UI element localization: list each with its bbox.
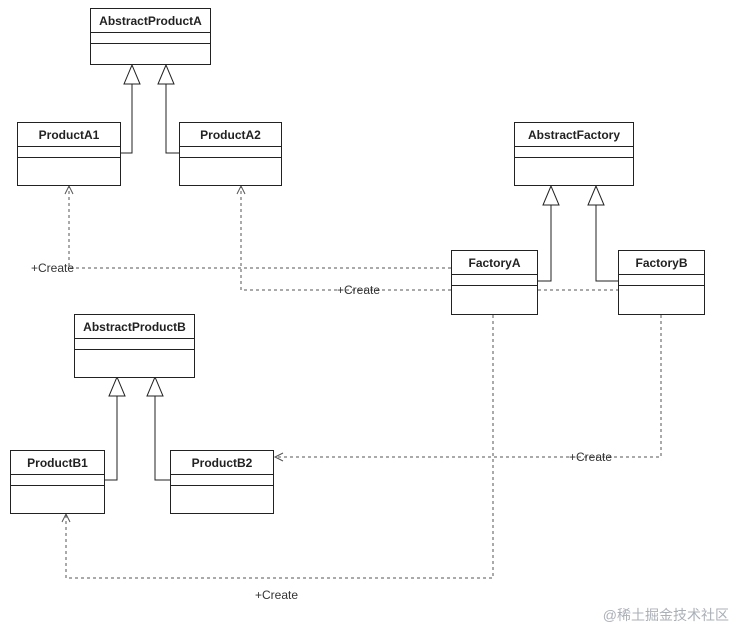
dependency-factory-b-product-a2 xyxy=(240,186,619,291)
class-operations xyxy=(75,350,194,377)
generalization-arrowhead xyxy=(587,184,605,206)
class-operations xyxy=(11,486,104,513)
class-name: AbstractFactory xyxy=(515,123,633,147)
class-attributes xyxy=(180,147,281,158)
generalization-arrowhead xyxy=(542,184,560,206)
generalization-arrowhead xyxy=(157,63,175,85)
generalization-product-a2 xyxy=(165,84,179,154)
generalization-product-a1 xyxy=(121,84,133,154)
class-operations xyxy=(171,486,273,513)
dependency-factory-a-product-a1 xyxy=(68,186,451,269)
generalization-arrowhead xyxy=(108,375,126,397)
dependency-arrowhead xyxy=(64,184,74,195)
class-attributes xyxy=(11,475,104,486)
class-attributes xyxy=(171,475,273,486)
class-factory-b: FactoryB xyxy=(618,250,705,315)
class-operations xyxy=(515,158,633,185)
class-attributes xyxy=(75,339,194,350)
class-attributes xyxy=(452,275,537,286)
class-product-b2: ProductB2 xyxy=(170,450,274,514)
class-attributes xyxy=(619,275,704,286)
class-abstract-factory: AbstractFactory xyxy=(514,122,634,186)
class-product-a2: ProductA2 xyxy=(179,122,282,186)
class-operations xyxy=(452,286,537,314)
class-name: ProductB1 xyxy=(11,451,104,475)
class-name: ProductB2 xyxy=(171,451,273,475)
class-product-b1: ProductB1 xyxy=(10,450,105,514)
dependency-arrowhead xyxy=(273,452,284,462)
generalization-product-b2 xyxy=(154,396,171,481)
dependency-arrowhead xyxy=(61,512,71,523)
class-attributes xyxy=(18,147,120,158)
generalization-arrowhead xyxy=(123,63,141,85)
dependency-factory-a-product-b1 xyxy=(65,315,494,579)
class-name: AbstractProductA xyxy=(91,9,210,33)
class-attributes xyxy=(515,147,633,158)
generalization-product-b1 xyxy=(104,396,118,481)
class-operations xyxy=(619,286,704,314)
relation-label-create-b2: +Create xyxy=(569,450,613,464)
class-product-a1: ProductA1 xyxy=(17,122,121,186)
class-factory-a: FactoryA xyxy=(451,250,538,315)
class-operations xyxy=(180,158,281,185)
dependency-factory-b-product-b2 xyxy=(275,315,662,458)
class-name: ProductA1 xyxy=(18,123,120,147)
relation-label-create-a1: +Create xyxy=(31,261,75,275)
generalization-arrowhead xyxy=(146,375,164,397)
class-name: ProductA2 xyxy=(180,123,281,147)
class-operations xyxy=(18,158,120,185)
generalization-factory-b xyxy=(595,205,619,282)
relation-label-create-b1: +Create xyxy=(255,588,299,602)
class-abstract-product-b: AbstractProductB xyxy=(74,314,195,378)
class-name: FactoryA xyxy=(452,251,537,275)
class-attributes xyxy=(91,33,210,44)
relation-label-create-a2: +Create xyxy=(337,283,381,297)
class-abstract-product-a: AbstractProductA xyxy=(90,8,211,65)
class-name: FactoryB xyxy=(619,251,704,275)
watermark: @稀土掘金技术社区 xyxy=(602,607,729,623)
generalization-factory-a xyxy=(537,205,552,282)
class-operations xyxy=(91,44,210,64)
class-name: AbstractProductB xyxy=(75,315,194,339)
dependency-arrowhead xyxy=(236,184,246,195)
